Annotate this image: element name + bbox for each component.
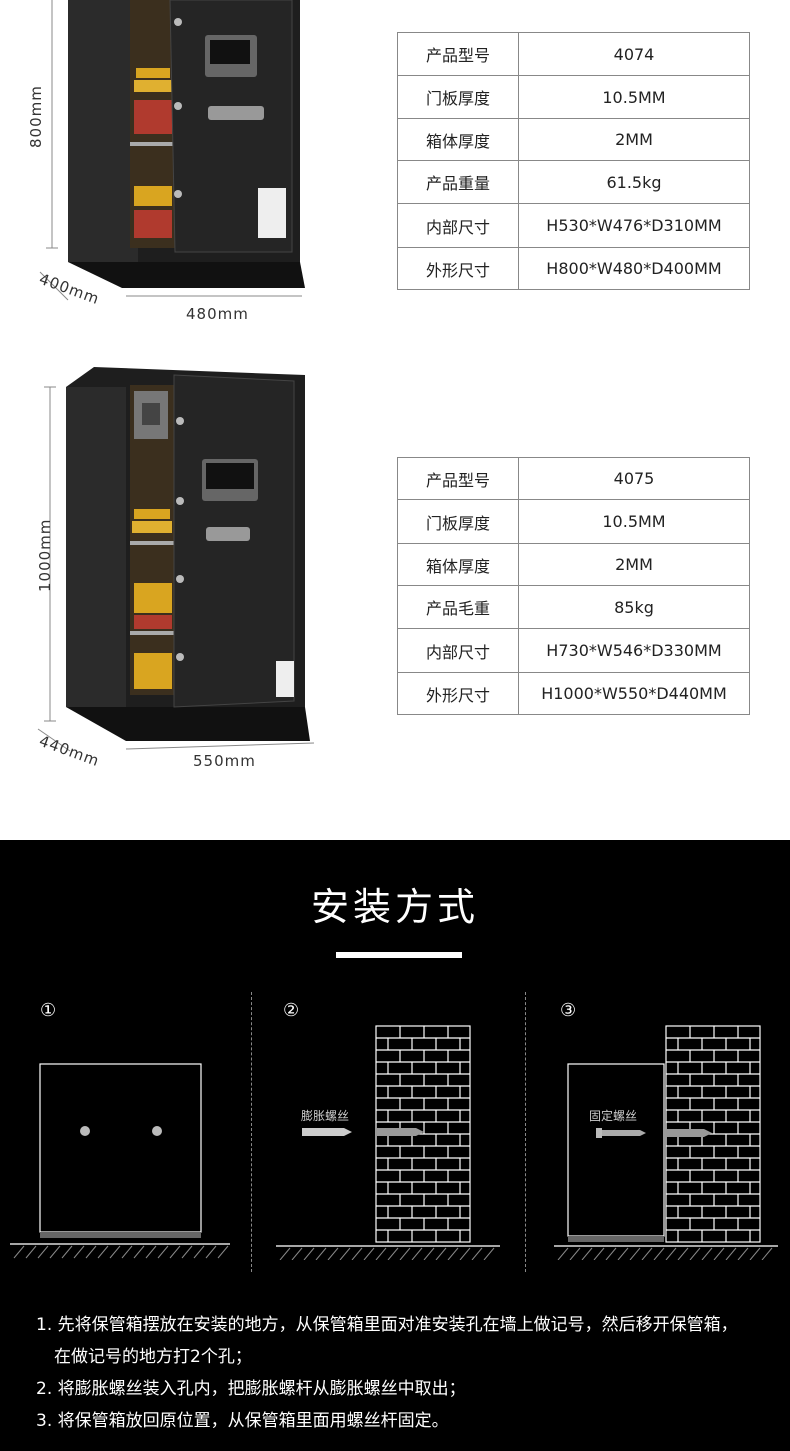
title-underline — [336, 952, 462, 958]
step-1-number: ① — [40, 1000, 57, 1021]
divider — [251, 992, 252, 1272]
safe-4075-height-label: 1000mm — [36, 518, 54, 592]
spec-key: 门板厚度 — [397, 499, 519, 544]
spec-key: 内部尺寸 — [397, 203, 519, 248]
step-2-diagram — [276, 1025, 500, 1260]
spec-value: 10.5MM — [518, 499, 750, 544]
spec-key: 内部尺寸 — [397, 628, 519, 673]
spec-key: 箱体厚度 — [397, 543, 519, 586]
spec-key: 外形尺寸 — [397, 672, 519, 715]
step-1-diagram — [10, 1063, 230, 1259]
spec-value: H530*W476*D310MM — [518, 203, 750, 248]
step-3-number: ③ — [560, 1000, 577, 1021]
spec-value: 61.5kg — [518, 160, 750, 204]
instruction-3: 3. 将保管箱放回原位置，从保管箱里面用螺丝杆固定。 — [36, 1411, 449, 1431]
spec-key: 外形尺寸 — [397, 247, 519, 290]
instruction-1: 1. 先将保管箱摆放在安装的地方，从保管箱里面对准安装孔在墙上做记号，然后移开保… — [36, 1315, 738, 1335]
divider — [525, 992, 526, 1272]
install-section: 安装方式 ① ② ③ — [0, 840, 790, 1451]
spec-value: 2MM — [518, 118, 750, 161]
safe-4074-image — [30, 0, 320, 330]
spec-value: 10.5MM — [518, 75, 750, 119]
spec-key: 产品重量 — [397, 160, 519, 204]
step-3-diagram — [554, 1025, 778, 1260]
fixing-screw-label: 固定螺丝 — [589, 1109, 638, 1123]
safe-4074-height-label: 800mm — [27, 85, 45, 148]
instruction-2: 2. 将膨胀螺丝装入孔内，把膨胀螺杆从膨胀螺丝中取出； — [36, 1379, 466, 1399]
install-title: 安装方式 — [310, 885, 479, 929]
spec-value: 2MM — [518, 543, 750, 586]
instruction-1-cont: 在做记号的地方打2个孔； — [54, 1347, 252, 1367]
spec-value: 4075 — [518, 457, 750, 500]
expansion-screw-label: 膨胀螺丝 — [301, 1109, 350, 1123]
spec-key: 箱体厚度 — [397, 118, 519, 161]
spec-value: 4074 — [518, 32, 750, 76]
spec-value: H730*W546*D330MM — [518, 628, 750, 673]
spec-value: H800*W480*D400MM — [518, 247, 750, 290]
step-2-number: ② — [283, 1000, 300, 1021]
spec-key: 产品毛重 — [397, 585, 519, 629]
spec-key: 门板厚度 — [397, 75, 519, 119]
spec-key: 产品型号 — [397, 457, 519, 500]
safe-4075-image — [30, 365, 330, 765]
safe-4074-width-label: 480mm — [186, 305, 249, 323]
spec-value: H1000*W550*D440MM — [518, 672, 750, 715]
spec-value: 85kg — [518, 585, 750, 629]
spec-key: 产品型号 — [397, 32, 519, 76]
safe-4075-width-label: 550mm — [193, 752, 256, 770]
